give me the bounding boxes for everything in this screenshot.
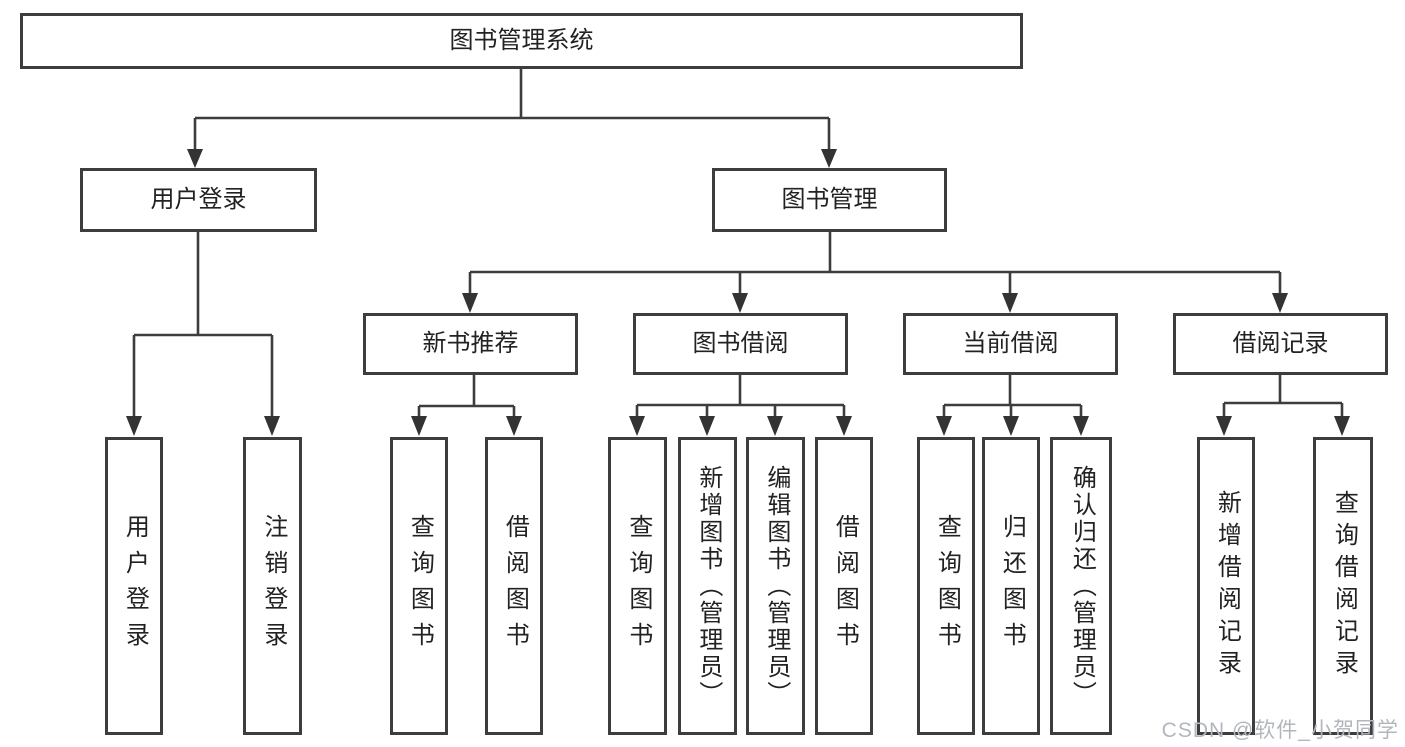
node-borrow-books-borrowing: 借阅图书 (815, 437, 873, 735)
node-new-book-recommendation: 新书推荐 (363, 313, 578, 375)
node-user-login: 用户登录 (80, 168, 317, 232)
node-return-book: 归还图书 (982, 437, 1040, 735)
node-add-book-admin: 新增图书（管理员） (678, 437, 737, 735)
node-book-borrowing: 图书借阅 (633, 313, 848, 375)
node-logout: 注销登录 (243, 437, 302, 735)
node-current-borrowing: 当前借阅 (903, 313, 1118, 375)
node-query-books-borrowing: 查询图书 (608, 437, 667, 735)
node-query-books-recommend: 查询图书 (390, 437, 448, 735)
node-query-books-current: 查询图书 (917, 437, 975, 735)
node-user-login-leaf: 用户登录 (105, 437, 163, 735)
node-book-management: 图书管理 (712, 168, 947, 232)
node-add-borrow-record: 新增借阅记录 (1197, 437, 1255, 735)
node-query-borrow-record: 查询借阅记录 (1313, 437, 1373, 735)
node-borrow-books-recommend: 借阅图书 (485, 437, 543, 735)
node-borrowing-records: 借阅记录 (1173, 313, 1388, 375)
node-edit-book-admin: 编辑图书（管理员） (746, 437, 805, 735)
node-library-management-system: 图书管理系统 (20, 13, 1023, 69)
node-confirm-return-admin: 确认归还（管理员） (1050, 437, 1112, 735)
csdn-watermark: CSDN @软件_小贺同学 (1161, 719, 1399, 742)
